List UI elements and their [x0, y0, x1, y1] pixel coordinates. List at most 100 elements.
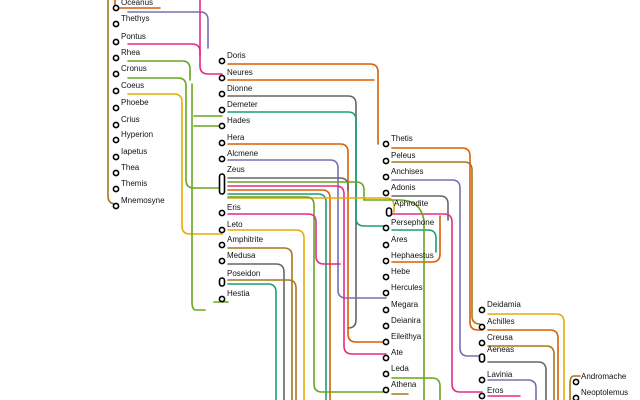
node-peleus[interactable] — [382, 157, 390, 165]
label-mnemosyne: Mnemosyne — [121, 196, 165, 205]
line-poseidon-teal — [227, 283, 277, 400]
node-poseidon[interactable] — [218, 277, 226, 287]
line-thetis — [391, 147, 483, 331]
label-persephone: Persephone — [391, 218, 435, 227]
label-eris: Eris — [227, 203, 241, 212]
line-doris — [227, 63, 379, 145]
label-hercules: Hercules — [391, 283, 423, 292]
line-zeus-gray — [227, 177, 349, 191]
label-hebe: Hebe — [391, 267, 411, 276]
label-thetis: Thetis — [391, 134, 413, 143]
node-demeter[interactable] — [218, 106, 226, 114]
line-hephaestus — [391, 215, 441, 263]
node-hades[interactable] — [218, 122, 226, 130]
line-poseidon-brown — [227, 279, 297, 400]
line-leto — [227, 229, 305, 400]
node-zeus[interactable] — [218, 173, 226, 195]
label-hyperion: Hyperion — [121, 130, 153, 139]
node-rhea[interactable] — [112, 54, 120, 62]
node-aeneas[interactable] — [478, 353, 486, 363]
node-creusa[interactable] — [478, 339, 486, 347]
line-demeter — [227, 111, 387, 227]
label-peleus: Peleus — [391, 151, 415, 160]
label-iapetus: Iapetus — [121, 147, 147, 156]
node-leto[interactable] — [218, 226, 226, 234]
node-deianira[interactable] — [382, 322, 390, 330]
person-nodes: OceanusThethysPontusRheaCronusCoeusPhoeb… — [112, 0, 628, 400]
label-creusa: Creusa — [487, 333, 513, 342]
label-rhea: Rhea — [121, 48, 141, 57]
label-hestia: Hestia — [227, 289, 250, 298]
node-megara[interactable] — [382, 306, 390, 314]
node-eros[interactable] — [478, 392, 486, 400]
line-lavinia — [487, 379, 537, 400]
node-phoebe[interactable] — [112, 104, 120, 112]
node-alcmene[interactable] — [218, 155, 226, 163]
line-demeter-hades-link — [193, 115, 223, 127]
node-crius[interactable] — [112, 121, 120, 129]
node-amphitrite[interactable] — [218, 241, 226, 249]
label-eros: Eros — [487, 386, 503, 395]
line-leda — [391, 377, 441, 400]
node-persephone[interactable] — [382, 224, 390, 232]
node-doris[interactable] — [218, 57, 226, 65]
node-eileithya[interactable] — [382, 338, 390, 346]
node-dionne[interactable] — [218, 90, 226, 98]
line-hestia — [191, 83, 229, 311]
node-coeus[interactable] — [112, 87, 120, 95]
label-hera: Hera — [227, 133, 245, 142]
line-adonis — [391, 195, 449, 221]
line-rhea — [127, 60, 191, 81]
line-alcmene — [227, 159, 387, 299]
node-mnemosyne[interactable] — [112, 202, 120, 210]
node-hebe[interactable] — [382, 273, 390, 281]
node-deidamia[interactable] — [478, 306, 486, 314]
line-creusa — [487, 345, 555, 400]
node-hercules[interactable] — [382, 289, 390, 297]
line-zeus-green — [227, 181, 365, 201]
node-medusa[interactable] — [218, 257, 226, 265]
label-dionne: Dionne — [227, 84, 253, 93]
node-eris[interactable] — [218, 209, 226, 217]
node-thea[interactable] — [112, 169, 120, 177]
node-cronus[interactable] — [112, 70, 120, 78]
label-aeneas: Aeneas — [487, 345, 514, 354]
label-ate: Ate — [391, 348, 404, 357]
node-anchises[interactable] — [382, 173, 390, 181]
label-leto: Leto — [227, 220, 243, 229]
node-andromache[interactable] — [572, 378, 580, 386]
node-hestia[interactable] — [218, 295, 226, 303]
node-oceanus[interactable] — [112, 4, 120, 12]
node-ate[interactable] — [382, 354, 390, 362]
node-aphrodite[interactable] — [385, 207, 393, 217]
node-achilles[interactable] — [478, 323, 486, 331]
line-zeus-magenta — [227, 185, 387, 355]
node-hyperion[interactable] — [112, 136, 120, 144]
label-deianira: Deianira — [391, 316, 421, 325]
line-achilles — [487, 329, 559, 400]
node-hera[interactable] — [218, 139, 226, 147]
node-iapetus[interactable] — [112, 153, 120, 161]
label-thethys: Thethys — [121, 14, 149, 23]
line-peleus — [391, 161, 481, 325]
node-neures[interactable] — [218, 74, 226, 82]
node-thethys[interactable] — [112, 20, 120, 28]
label-lavinia: Lavinia — [487, 370, 513, 379]
node-lavinia[interactable] — [478, 376, 486, 384]
line-aeneas — [487, 361, 547, 400]
node-adonis[interactable] — [382, 189, 390, 197]
node-neoptolemus[interactable] — [572, 394, 580, 400]
node-leda[interactable] — [382, 370, 390, 378]
node-ares[interactable] — [382, 241, 390, 249]
node-thetis[interactable] — [382, 140, 390, 148]
line-aphrodite — [391, 213, 483, 393]
node-athena[interactable] — [382, 386, 390, 394]
label-doris: Doris — [227, 51, 246, 60]
label-zeus: Zeus — [227, 165, 245, 174]
node-pontus[interactable] — [112, 38, 120, 46]
node-hephaestus[interactable] — [382, 257, 390, 265]
label-athena: Athena — [391, 380, 417, 389]
label-anchises: Anchises — [391, 167, 423, 176]
line-hera — [227, 143, 387, 343]
node-themis[interactable] — [112, 185, 120, 193]
